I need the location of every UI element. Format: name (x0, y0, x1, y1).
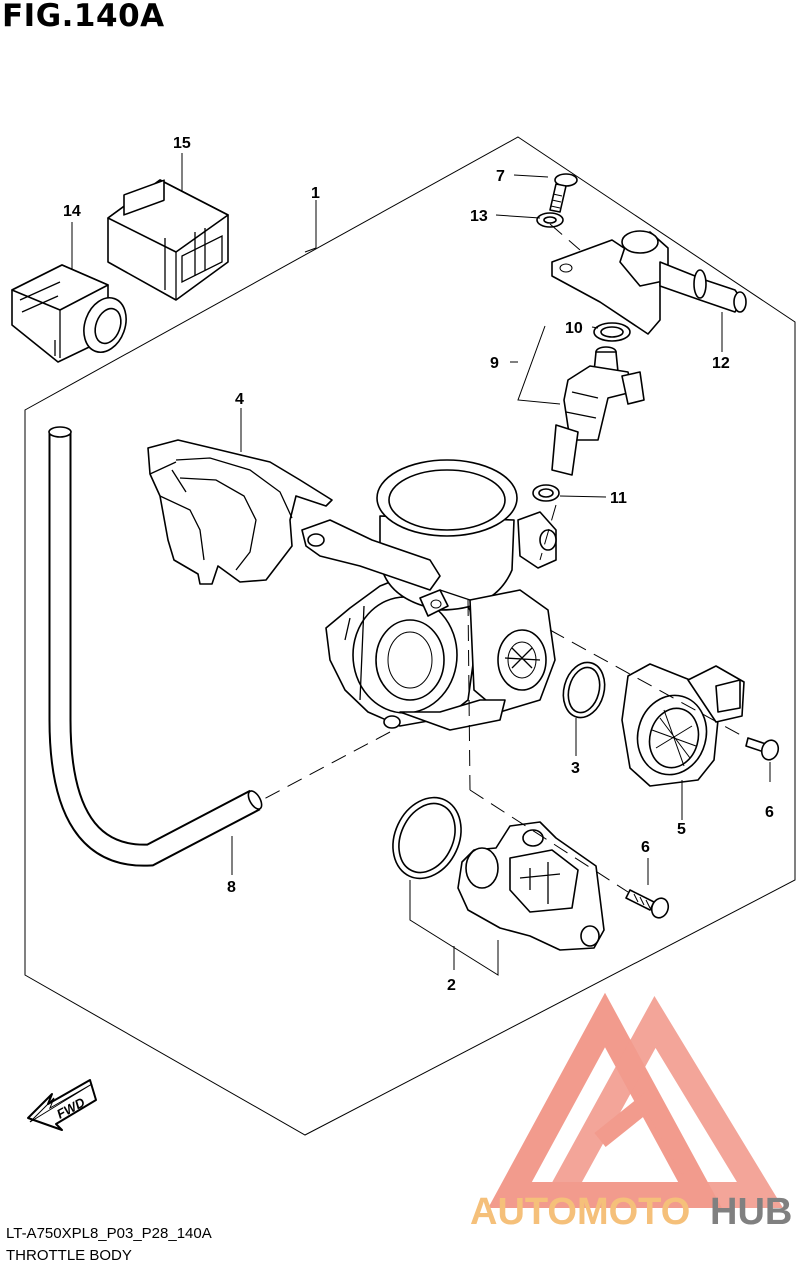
callout-10: 10 (565, 320, 583, 337)
idle-control-valve-2 (457, 821, 605, 951)
hose-8 (48, 426, 263, 867)
callout-1: 1 (311, 185, 320, 202)
o-ring-2 (392, 796, 462, 880)
diagram-caption: THROTTLE BODY (6, 1247, 132, 1264)
connector-15 (107, 179, 229, 301)
connector-14 (11, 264, 127, 363)
watermark-part1: AUTOMOTO (470, 1191, 690, 1233)
injector-9 (551, 346, 645, 476)
fuel-pipe-12 (551, 230, 747, 335)
bolt-7 (549, 173, 578, 213)
callout-6a: 6 (765, 804, 774, 821)
o-ring-3 (562, 661, 606, 719)
sensor-5 (621, 663, 745, 787)
callout-11: 11 (610, 490, 627, 507)
callout-6b: 6 (641, 839, 650, 856)
fwd-arrow-icon: FWD (27, 1079, 97, 1131)
watermark-logo (488, 992, 784, 1208)
callout-2: 2 (447, 977, 456, 994)
screw-6-upper (745, 737, 780, 761)
callout-14: 14 (63, 203, 81, 220)
callout-5: 5 (677, 821, 686, 838)
watermark-part2: HUB (710, 1191, 792, 1233)
svg-text:HUB: HUB (710, 1191, 792, 1233)
watermark-text: AUTOMOTO HUB (470, 1191, 792, 1233)
callout-15: 15 (173, 135, 191, 152)
screw-6-lower (625, 889, 670, 919)
diagram-code: LT-A750XPL8_P03_P28_140A (6, 1225, 212, 1242)
callout-4: 4 (235, 391, 244, 408)
callout-12: 12 (712, 355, 730, 372)
callout-3: 3 (571, 760, 580, 777)
callout-7: 7 (496, 168, 505, 185)
svg-text:AUTOMOTO: AUTOMOTO (470, 1191, 690, 1233)
washer-13 (536, 212, 564, 228)
o-ring-10 (593, 322, 631, 342)
callout-9: 9 (490, 355, 499, 372)
throttle-body (301, 459, 557, 731)
bracket-4 (147, 439, 333, 585)
leader-lines (71, 153, 771, 976)
callout-8: 8 (227, 879, 236, 896)
figure-title: FIG.140A (2, 0, 165, 34)
callout-13: 13 (470, 208, 488, 225)
assembly-outline (24, 136, 796, 1136)
callouts: 1 2 3 4 5 6 6 7 8 9 10 11 12 13 14 15 (63, 135, 774, 994)
o-ring-11 (532, 484, 560, 502)
